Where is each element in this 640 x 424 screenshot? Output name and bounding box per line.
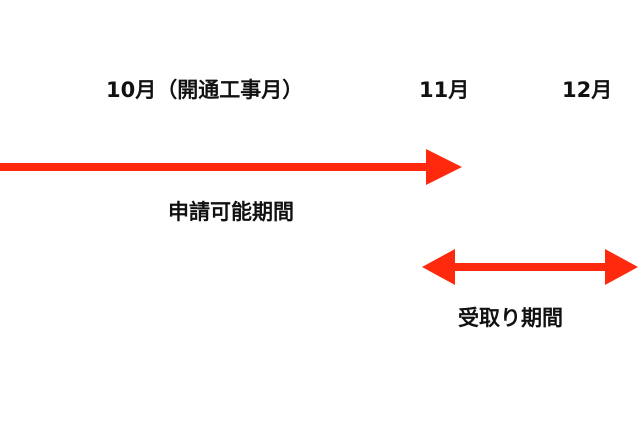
month-label-november: 11月 — [419, 78, 470, 102]
application-arrow-shaft — [0, 163, 430, 171]
application-arrow-head — [426, 149, 462, 185]
receipt-arrow-head-left — [422, 249, 455, 285]
receipt-arrow-shaft — [450, 263, 612, 271]
application-period-arrow — [0, 149, 462, 185]
receipt-period-arrow — [422, 249, 638, 285]
receipt-period-label: 受取り期間 — [458, 306, 563, 330]
month-label-december: 12月 — [562, 78, 613, 102]
application-period-label: 申請可能期間 — [168, 200, 294, 224]
month-label-october: 10月（開通工事月） — [106, 78, 304, 102]
receipt-arrow-head-right — [605, 249, 638, 285]
